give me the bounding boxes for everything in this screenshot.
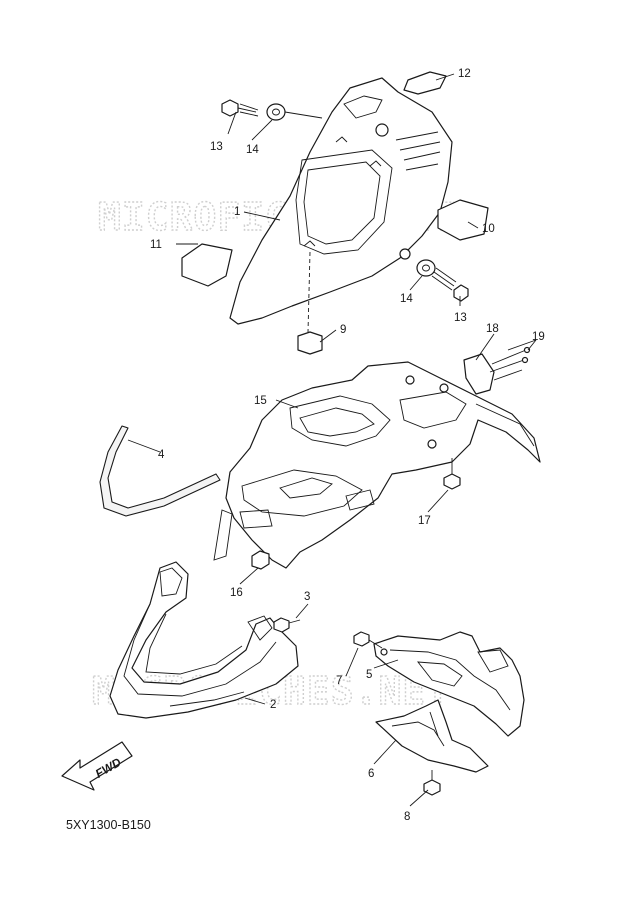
part-shield-plate[interactable] xyxy=(375,699,489,773)
part-front-cover[interactable] xyxy=(229,77,453,325)
part-screw-top-left[interactable] xyxy=(221,99,259,117)
part-decal-left[interactable] xyxy=(181,243,233,287)
callout-9: 9 xyxy=(340,324,346,336)
part-clip-nut[interactable] xyxy=(297,331,323,355)
callout-16: 16 xyxy=(230,587,243,599)
diagram-code: 5XY1300-B150 xyxy=(66,818,151,832)
callout-5: 5 xyxy=(366,669,372,681)
part-inner-panel[interactable] xyxy=(213,361,541,569)
callout-13-top: 13 xyxy=(210,141,223,153)
part-trim-strip[interactable] xyxy=(99,425,221,517)
callout-14-right: 14 xyxy=(400,293,413,305)
callout-19: 19 xyxy=(532,331,545,343)
callout-1: 1 xyxy=(234,206,240,218)
callout-11: 11 xyxy=(150,239,162,251)
part-washer-right[interactable] xyxy=(416,259,436,277)
callout-7: 7 xyxy=(336,675,342,687)
callout-2: 2 xyxy=(270,699,276,711)
callout-12: 12 xyxy=(458,68,471,80)
callout-18: 18 xyxy=(486,323,499,335)
part-screw-under-cover[interactable] xyxy=(353,631,383,649)
callout-3: 3 xyxy=(304,591,310,603)
callout-8: 8 xyxy=(404,811,410,823)
part-decal-top[interactable] xyxy=(403,71,447,95)
callout-15: 15 xyxy=(254,395,267,407)
part-decal-right[interactable] xyxy=(437,199,489,241)
callout-10: 10 xyxy=(482,223,495,235)
part-screw-panel[interactable] xyxy=(443,458,461,490)
callout-14-top: 14 xyxy=(246,144,259,156)
part-screw-lower[interactable] xyxy=(273,617,301,633)
fwd-arrow: FWD xyxy=(61,741,133,791)
part-under-cover[interactable] xyxy=(373,631,525,737)
part-washer-top-left[interactable] xyxy=(266,103,286,121)
part-screw-right[interactable] xyxy=(431,267,469,302)
callout-17: 17 xyxy=(418,515,431,527)
part-screw-shield[interactable] xyxy=(423,770,441,796)
callout-6: 6 xyxy=(368,768,374,780)
part-pins[interactable] xyxy=(489,346,531,381)
callout-13-right: 13 xyxy=(454,312,467,324)
part-nut[interactable] xyxy=(251,550,270,570)
callout-4: 4 xyxy=(158,449,165,461)
part-bracket[interactable] xyxy=(463,353,495,395)
